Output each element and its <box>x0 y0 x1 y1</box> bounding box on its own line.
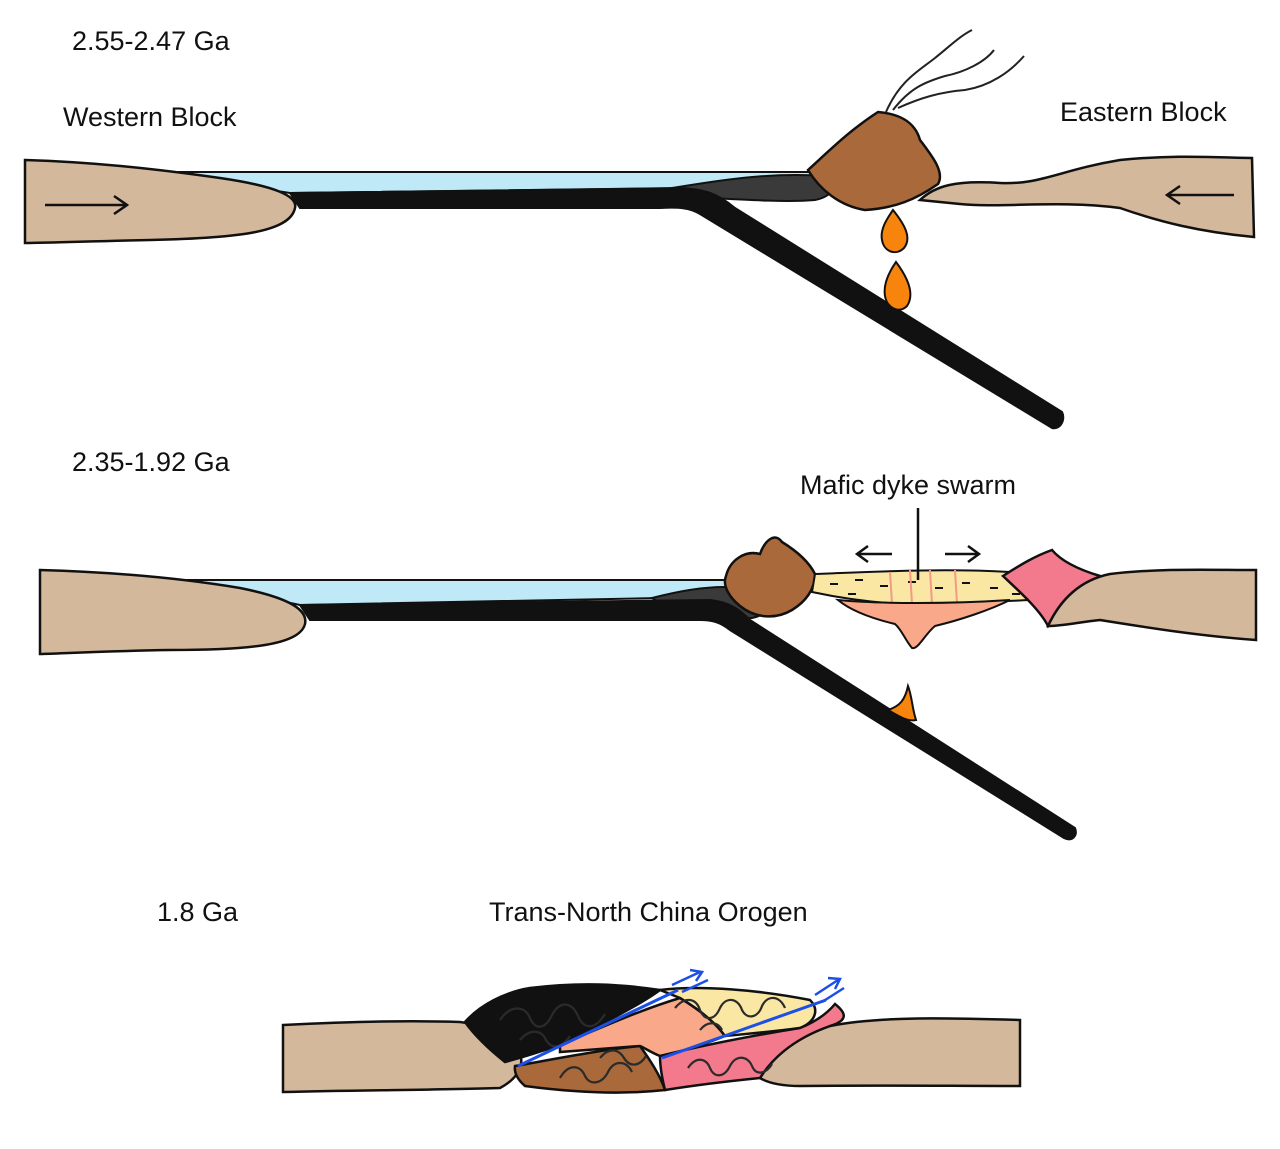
western-block-crust <box>23 158 297 245</box>
stage-1-subducting-slab <box>288 186 1065 430</box>
eastern-block-label: Eastern Block <box>1060 97 1227 127</box>
thrust-sense-arrow <box>671 968 709 994</box>
stage-2-age-label: 2.35-1.92 Ga <box>72 447 230 477</box>
stage-1-age-label: 2.55-2.47 Ga <box>72 26 230 56</box>
stage-1-arc-edifice <box>806 110 942 212</box>
stage-3-pink-thrust-sheet <box>658 1002 845 1092</box>
extension-arrow-east <box>945 544 982 564</box>
mafic-melt-body <box>834 598 1011 650</box>
stage-1-magma-drop <box>880 208 909 254</box>
stage-2-cross-section <box>38 508 1258 841</box>
western-block-label: Western Block <box>63 102 237 132</box>
stage-1-plume-line <box>885 29 973 113</box>
eastern-block-motion-arrow <box>1164 184 1234 206</box>
stage-3-fold-lines <box>499 996 787 1084</box>
extension-arrow-west <box>854 544 892 564</box>
trans-north-china-orogen-label: Trans-North China Orogen <box>489 897 808 927</box>
western-block-motion-arrow <box>45 194 130 216</box>
stage-1-plume-line <box>897 55 1025 109</box>
stage-3-black-thrust-sheet <box>463 983 664 1064</box>
mafic-dykes <box>889 569 958 605</box>
stage-2-subducting-slab <box>298 598 1077 841</box>
stage-2-magma-pocket <box>885 682 918 722</box>
mafic-dyke-swarm-label: Mafic dyke swarm <box>800 470 1017 500</box>
stage-2-arc-edifice <box>723 536 817 618</box>
stage-1-magma-drop <box>883 260 912 311</box>
thrust-sense-arrow <box>814 976 845 1004</box>
stage-3-cross-section <box>281 968 1022 1094</box>
stage-2-western-crust <box>38 568 307 656</box>
stage-2-eastern-crust <box>1046 568 1258 642</box>
stage-1-plume-line <box>892 49 995 111</box>
stage-1-cross-section <box>23 29 1256 430</box>
stage-3-age-label: 1.8 Ga <box>157 897 239 927</box>
stage-3-thrust-faults <box>517 988 827 1068</box>
rift-fill-dashes <box>830 579 1020 595</box>
eastern-block-crust <box>917 155 1256 239</box>
